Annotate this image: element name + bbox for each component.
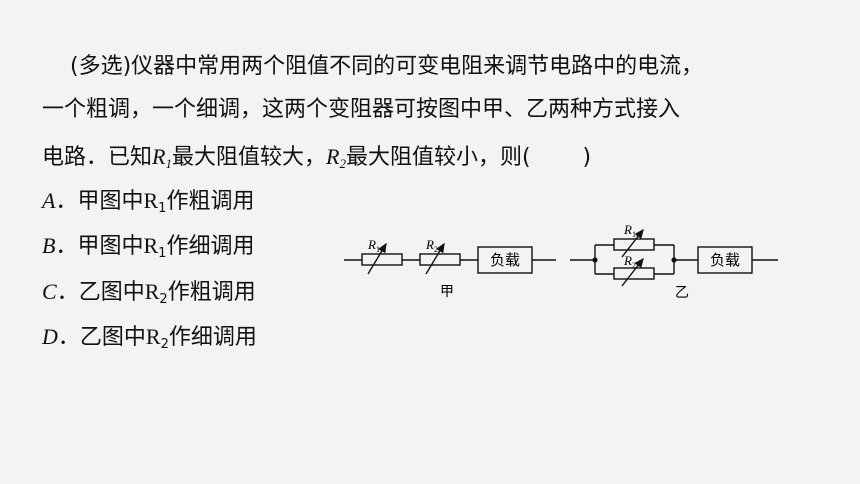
question-line-3: 电路．已知R1最大阻值较大，R2最大阻值较小，则() (42, 142, 591, 173)
option-b-post: 作细调用 (166, 234, 255, 259)
symbol-r2-letter: R (325, 144, 340, 169)
rheostat-arrow-icon (367, 242, 387, 275)
rheostat-arrow-icon (621, 228, 644, 258)
circuit-a (344, 242, 556, 275)
caption-a: 甲 (440, 284, 454, 300)
question-text-3a: 电路．已知 (42, 145, 153, 170)
option-d-sub: 2 (160, 337, 169, 352)
label-r2-a: R2 (425, 237, 438, 254)
caption-b: 乙 (675, 285, 689, 301)
option-c-letter: C (42, 279, 57, 304)
option-b-r: R (143, 233, 159, 258)
question-text-2: 一个粗调，一个细调，这两个变阻器可按图中甲、乙两种方式接入 (42, 97, 681, 122)
option-a[interactable]: A．甲图中R1作粗调用 (42, 186, 254, 217)
option-d-sep: ． (57, 325, 80, 350)
option-c-sep: ． (56, 280, 79, 305)
label-r2-b: R2 (623, 253, 636, 270)
option-a-letter: A (42, 188, 56, 213)
option-b-sub: 1 (158, 246, 167, 261)
option-a-sep: ． (55, 189, 78, 214)
symbol-r1-sub: 1 (165, 156, 172, 171)
rheostat-arrow-icon (621, 257, 644, 287)
load-label-b: 负载 (710, 251, 740, 269)
label-r1-b: R1 (623, 222, 636, 239)
question-text-1: (多选)仪器中常用两个阻值不同的可变电阻来调节电路中的电流， (70, 54, 704, 79)
option-c[interactable]: C．乙图中R2作粗调用 (42, 277, 256, 308)
option-d[interactable]: D．乙图中R2作细调用 (42, 322, 257, 353)
label-r1-a: R1 (367, 237, 380, 254)
option-d-letter: D (42, 324, 58, 349)
question-line-2: 一个粗调，一个细调，这两个变阻器可按图中甲、乙两种方式接入 (42, 95, 680, 125)
option-a-r: R (143, 188, 159, 213)
rheostat-arrow-icon (425, 242, 445, 275)
junction-dot (592, 257, 598, 263)
resistor-r2-a (419, 253, 461, 266)
option-b-pre: 甲图中 (77, 234, 144, 259)
question-text-3c: 最大阻值较小，则( (345, 145, 531, 170)
resistor-r1-a (361, 253, 403, 266)
option-c-pre: 乙图中 (78, 280, 145, 305)
option-b-letter: B (42, 233, 56, 258)
option-c-post: 作粗调用 (167, 280, 256, 305)
option-d-post: 作细调用 (168, 325, 257, 350)
symbol-r2-sub: 2 (339, 156, 346, 171)
symbol-r1-letter: R (152, 144, 166, 169)
circuit-b (570, 228, 778, 287)
junction-dot (671, 257, 677, 263)
load-label-a: 负载 (490, 251, 520, 269)
option-a-pre: 甲图中 (77, 189, 144, 214)
option-c-sub: 2 (159, 292, 168, 307)
option-c-r: R (144, 279, 160, 304)
option-d-r: R (145, 324, 161, 349)
option-d-pre: 乙图中 (79, 325, 146, 350)
question-text-3b: 最大阻值较大， (171, 145, 326, 170)
symbol-r1: R1 (152, 144, 172, 171)
question-line-1: (多选)仪器中常用两个阻值不同的可变电阻来调节电路中的电流， (70, 52, 703, 82)
option-a-post: 作粗调用 (166, 189, 255, 214)
option-a-sub: 1 (158, 201, 167, 216)
circuit-diagram: R1 R2 负载 甲 R1 R2 负载 乙 (344, 222, 778, 301)
symbol-r2: R2 (325, 144, 346, 171)
question-text-3d: ) (582, 145, 592, 170)
option-b[interactable]: B．甲图中R1作细调用 (42, 231, 254, 262)
option-b-sep: ． (55, 234, 78, 259)
